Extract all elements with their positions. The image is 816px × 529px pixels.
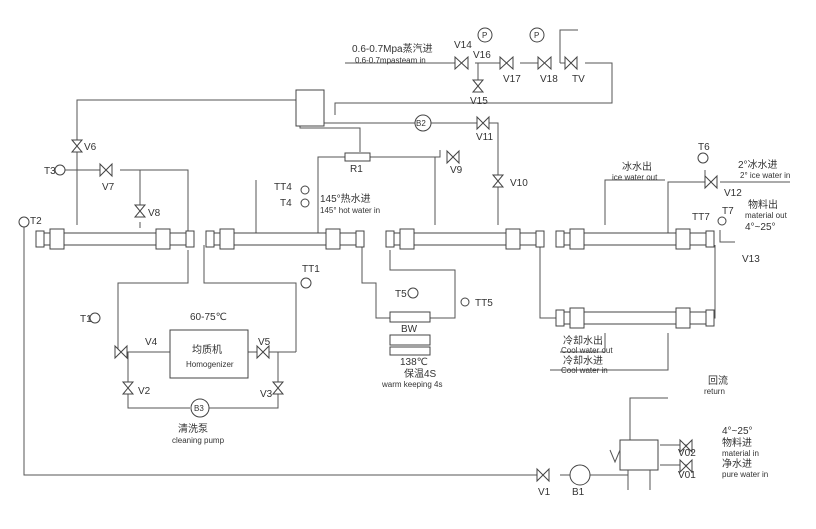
t1-label: T1 (80, 314, 92, 325)
v16-label: V16 (473, 50, 491, 61)
v7-label: V7 (102, 182, 115, 193)
p-left-label: P (482, 31, 487, 40)
v11-label: V11 (476, 132, 493, 143)
t5-label: T5 (395, 289, 407, 300)
pure-in-en: pure water in (722, 470, 768, 479)
v4-label: V4 (145, 337, 158, 348)
tt1-label: TT1 (302, 264, 320, 275)
tt7-label: TT7 (692, 212, 710, 223)
hold-cn: 保温4S (404, 367, 437, 380)
v3-label: V3 (260, 389, 273, 400)
cool-out-en: Cool water out (561, 346, 613, 355)
v2-label: V2 (138, 386, 151, 397)
v14-label: V14 (454, 40, 472, 51)
return-en: return (704, 387, 725, 396)
b1-label: B1 (572, 487, 585, 498)
r1-label: R1 (350, 164, 363, 175)
steam-in-cn: 0.6-0.7Mpa蒸汽进 (352, 42, 433, 55)
heat-exchanger-1 (35, 228, 195, 250)
v6-label: V6 (84, 142, 97, 153)
piping (23, 29, 790, 476)
ice-out-en: ice water out (612, 173, 658, 182)
v5-label: V5 (258, 337, 271, 348)
cleaning-en: cleaning pump (172, 436, 225, 445)
pump-b2 (414, 114, 432, 132)
material-in-en: material in (722, 449, 759, 458)
tt5-label: TT5 (475, 298, 493, 309)
holding-tube (389, 311, 431, 356)
valves (70, 55, 718, 483)
v01-label: V01 (678, 470, 696, 481)
pump-b3 (190, 398, 210, 418)
pump-b1 (569, 464, 591, 486)
v9-label: V9 (450, 165, 463, 176)
b2-label: B2 (416, 119, 426, 128)
heat-exchanger-2 (205, 228, 365, 250)
product-out-en: material out (745, 211, 788, 220)
v10-label: V10 (510, 178, 528, 189)
hold-en: warm keeping 4s (381, 380, 442, 389)
balance-tank (609, 439, 659, 490)
cool-out-cn: 冷却水出 (563, 334, 603, 347)
homogenizer (169, 329, 249, 379)
ice-in-en: 2° ice water in (740, 171, 790, 180)
t6-label: T6 (698, 142, 710, 153)
v13-label: V13 (742, 254, 760, 265)
hold-temp: 138℃ (400, 357, 428, 368)
v17-label: V17 (503, 74, 521, 85)
cool-in-cn: 冷却水进 (563, 354, 603, 367)
homog-temp: 60-75℃ (190, 312, 227, 323)
tt4-label: TT4 (274, 182, 292, 193)
steam-in-en: 0.6-0.7mpasteam in (355, 56, 426, 65)
v18-label: V18 (540, 74, 558, 85)
labels: 0.6-0.7Mpa蒸汽进 0.6-0.7mpasteam in V14 V16… (30, 31, 790, 498)
v02-label: V02 (678, 448, 696, 459)
v15-label: V15 (470, 96, 488, 107)
product-out-temp: 4°~25° (745, 222, 776, 233)
t2-label: T2 (30, 216, 42, 227)
pure-in-cn: 净水进 (722, 457, 752, 470)
bw-label: BW (401, 324, 418, 335)
t7-label: T7 (722, 206, 734, 217)
material-in-cn: 物料进 (722, 436, 752, 449)
return-cn: 回流 (708, 374, 728, 387)
b3-label: B3 (194, 404, 204, 413)
t3-label: T3 (44, 166, 56, 177)
ice-out-cn: 冰水出 (622, 160, 652, 173)
homog-cn: 均质机 (192, 343, 222, 356)
p-right-label: P (534, 31, 539, 40)
heat-exchanger-3 (385, 228, 545, 250)
hot-water-en: 145° hot water in (320, 206, 380, 215)
v8-label: V8 (148, 208, 161, 219)
material-in-temp: 4°~25° (722, 426, 753, 437)
v1-label: V1 (538, 487, 551, 498)
hot-water-cn: 145°热水进 (320, 192, 371, 205)
v12-label: V12 (724, 188, 742, 199)
instruments (18, 27, 727, 324)
cooling-exchanger (555, 307, 715, 329)
product-out-cn: 物料出 (748, 198, 778, 211)
heat-exchanger-4 (555, 228, 715, 250)
tv-label: TV (572, 74, 585, 85)
steam-tank (295, 89, 325, 127)
ice-in-cn: 2°冰水进 (738, 158, 778, 171)
homog-en: Homogenizer (186, 360, 234, 369)
t4-label: T4 (280, 198, 292, 209)
cleaning-cn: 清洗泵 (178, 422, 208, 435)
cool-in-en: Cool water in (561, 366, 608, 375)
